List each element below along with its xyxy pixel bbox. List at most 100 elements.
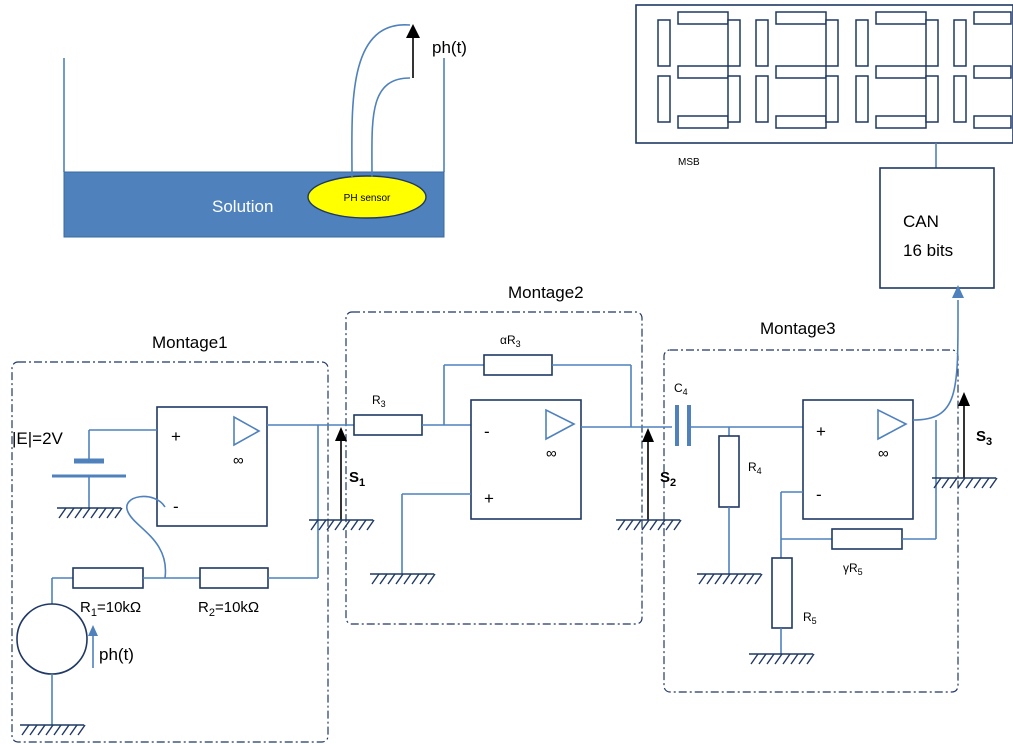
can-box [879,167,995,289]
resistor-r4 [718,435,740,508]
montage3-circuit: C4 R4 ∞ + - γR5 R5 S3 [674,285,992,654]
r1-label: R [80,599,91,616]
display-segment [855,19,869,67]
c4-sub: 4 [683,387,688,397]
ph-source-label: ph(t) [99,645,134,664]
ground-symbol [20,724,86,736]
solution-label: Solution [212,197,273,216]
s1-sub: 1 [359,477,365,489]
r5-sub: 5 [812,616,817,626]
r4-sub: 4 [757,466,762,476]
can-converter: CAN 16 bits [879,167,995,289]
opamp3-minus: - [816,485,822,504]
display-segment [657,19,671,67]
montage3-title: Montage3 [760,319,836,338]
ph-arrow-head [406,24,420,38]
display-segment [727,75,741,123]
display-segment [973,65,1012,79]
alpha-r3-label: αR [500,333,516,347]
gamma-r5-label: γR [843,561,858,575]
ground-symbol [697,573,763,585]
e-source-label: |E|=2V [12,429,64,448]
opamp2 [470,399,582,520]
opamp3-infinity: ∞ [878,445,889,462]
ground-symbol [57,507,123,519]
ground-symbol [309,519,375,531]
ph-sensor-label: PH sensor [344,193,391,204]
ground-symbols [20,477,998,736]
display-segment [775,65,827,79]
resistor-gamma-r5 [831,528,903,550]
c4-label: C [674,381,683,395]
alpha-r3-sub: 3 [516,339,521,349]
display-segment [925,19,939,67]
r4-label: R [748,460,757,474]
can-label-line2: 16 bits [903,241,953,260]
solution-tank: Solution PH sensor ph(t) [63,24,467,238]
svg-text:R5: R5 [803,610,817,626]
display-segment [825,19,839,67]
resistor-alpha-r3 [483,354,553,376]
r1-sub: 1 [91,607,97,619]
ph-top-label: ph(t) [432,38,467,57]
r2-label: R [198,599,209,616]
opamp3 [802,399,914,520]
ph-sensor [307,175,427,219]
r1-value: =10kΩ [97,599,141,616]
display-segment [755,19,769,67]
display-segment [657,75,671,123]
opamp1-infinity: ∞ [233,452,244,469]
display-segment [875,65,927,79]
s2-label: S [660,469,670,486]
opamp1 [156,406,268,527]
display-segment [825,75,839,123]
resistor-r3 [353,414,423,436]
montage1-title: Montage1 [152,333,228,352]
s3-label: S [976,428,986,445]
can-label-line1: CAN [903,212,939,231]
display-segment [775,115,827,129]
s3-sub: 3 [986,436,992,448]
ph-source [16,603,88,675]
svg-text:S2: S2 [660,469,676,489]
opamp2-minus: - [484,422,490,441]
r2-value: =10kΩ [215,599,259,616]
opamp1-symbol [233,415,261,447]
display-segment [677,115,729,129]
ground-symbol [616,519,682,531]
opamp2-infinity: ∞ [546,445,557,462]
display-segment [775,11,827,25]
display-segment [875,115,927,129]
montage2-frame [345,311,643,625]
montage1-frame [11,361,329,743]
ground-symbol [932,477,998,489]
display-segment [727,19,741,67]
resistor-r2 [199,567,269,589]
r2-sub: 2 [209,607,215,619]
opamp2-plus: + [484,489,494,508]
display-segment [875,11,927,25]
r5-label: R [803,610,812,624]
display-segment [953,75,967,123]
svg-text:S1: S1 [349,469,365,489]
display-segment [973,115,1012,129]
display-segment [973,11,1012,25]
svg-text:αR3: αR3 [500,333,521,349]
svg-text:γR5: γR5 [843,561,863,577]
svg-text:R3: R3 [372,393,386,409]
ground-symbol [749,653,815,665]
display-segment [855,75,869,123]
sensor-cable-2 [371,77,411,178]
display-segment [755,75,769,123]
montage1-circuit: ∞ + - |E|=2V R1=10kΩ R2=10kΩ ph(t) S1 [12,406,365,725]
gamma-r5-sub: 5 [858,567,863,577]
display-segment [677,11,729,25]
r3-sub: 3 [381,399,386,409]
svg-text:S3: S3 [976,428,992,448]
output-to-can [912,299,959,421]
s1-label: S [349,469,359,486]
montage2-title: Montage2 [508,283,584,302]
opamp1-minus: - [173,497,179,516]
svg-text:R1=10kΩ: R1=10kΩ [80,599,141,619]
